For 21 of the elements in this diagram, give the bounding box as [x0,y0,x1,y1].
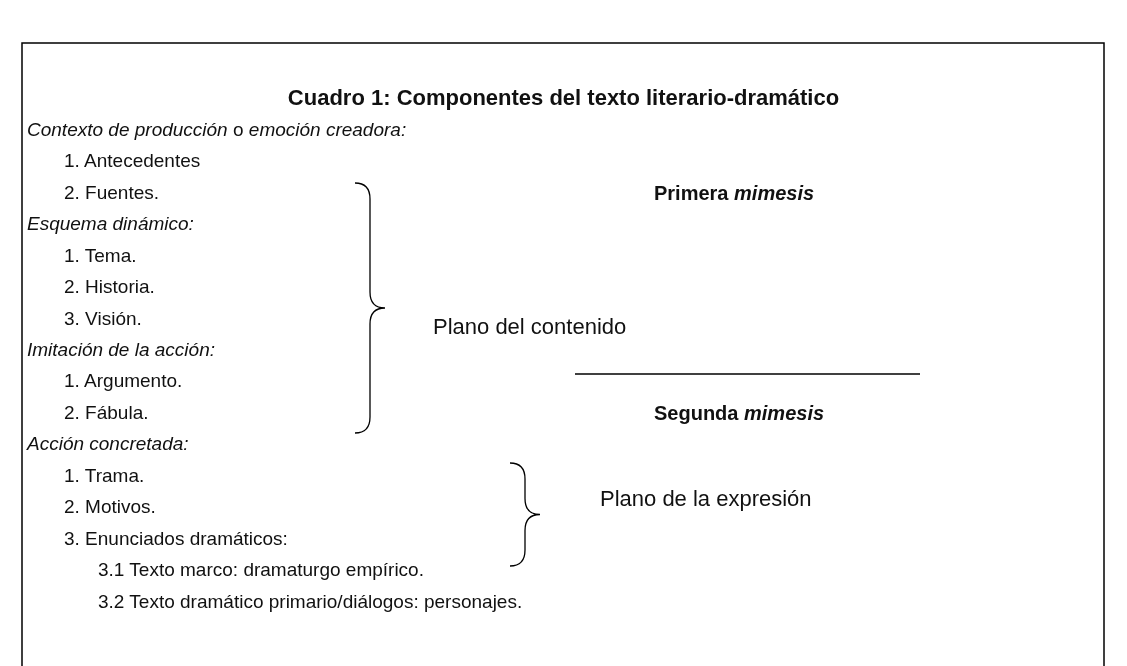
heading-text: Contexto de producción o emoción creadora: [27,118,407,142]
list-item: 1. Tema. [64,244,137,268]
list-item: 3.2 Texto dramático primario/diálogos: personajes. [98,590,523,614]
list-item: 3.1 Texto marco: dramaturgo empírico. [98,558,424,582]
list-item: 3. Enunciados dramáticos: [64,527,288,551]
list-item: 3. Visión. [64,307,142,331]
heading-text: Acción concretada: [27,432,189,456]
heading-text: Imitación de la acción: [27,338,215,362]
list-item: 2. Motivos. [64,495,156,519]
heading-text: Esquema dinámico: [27,212,194,236]
title: Cuadro 1: Componentes del texto literario-dramático [286,86,841,110]
section-heading: Segunda mimesis [654,401,825,425]
list-item: 2. Historia. [64,275,155,299]
list-item: 2. Fábula. [64,401,149,425]
list-item: 1. Argumento. [64,369,183,393]
bracket-label: Plano de la expresión [600,485,812,513]
list-item: 2. Fuentes. [64,181,160,205]
list-item: 1. Trama. [64,464,145,488]
list-item: 1. Antecedentes [64,149,201,173]
bracket-label: Plano del contenido [433,313,627,341]
section-heading: Primera mimesis [654,181,815,205]
